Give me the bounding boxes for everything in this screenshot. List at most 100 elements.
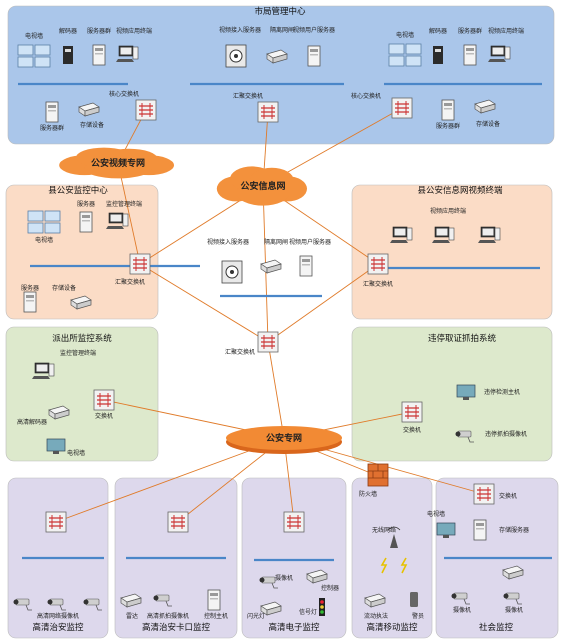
node-label: 解码器: [59, 27, 77, 35]
node-c-core-r: 核心交换机: [351, 92, 413, 119]
node-label: 违停抓拍摄像机: [485, 430, 527, 438]
node-label: 隔离网闸: [264, 238, 288, 246]
node-label: 电视墙: [35, 236, 53, 244]
node-label: 核心交换机: [351, 92, 381, 100]
node-i-term-label: 视频应用终端: [430, 207, 466, 215]
node-s5-sw: 交换机: [473, 483, 517, 505]
node-label: 电视墙: [427, 510, 445, 518]
region-title: 县公安信息网视频终端: [417, 185, 503, 196]
node-s2-ctrl: 控制主机: [204, 589, 228, 620]
node-label: 汇聚交换机: [363, 280, 393, 288]
region-title: 违停取证抓拍系统: [428, 333, 497, 344]
node-c-tv-l: 电视墙: [17, 32, 51, 68]
node-label: 高清解码器: [17, 418, 47, 426]
dec-icon: [63, 46, 73, 64]
video-srv-icon: [221, 260, 243, 284]
sw-icon: [391, 97, 413, 119]
region-police-station: 派出所监控系统: [5, 326, 159, 462]
node-label: 无线网络: [372, 526, 396, 534]
region-county-info: 县公安信息网视频终端: [351, 184, 553, 320]
node-label: 存储设备: [52, 284, 76, 292]
node-m-agg: 汇聚交换机: [225, 331, 279, 356]
cloud-info-net: 公安信息网: [216, 166, 308, 206]
sw-icon: [257, 331, 279, 353]
srv-icon: [473, 519, 487, 541]
node-label: 存储设备: [476, 120, 500, 128]
node-k-tv: 电视墙: [27, 210, 61, 244]
node-k-agg: 汇聚交换机: [115, 253, 151, 286]
node-label: 交换机: [499, 492, 517, 500]
srv-icon: [299, 255, 313, 277]
node-label: 视频用户服务器: [293, 26, 335, 34]
srv-icon: [79, 211, 93, 233]
node-label: 服务器群: [436, 122, 460, 130]
node-label: 雷达: [126, 612, 138, 620]
node-label: 流动执法: [364, 612, 388, 620]
node-p-dec: 高清解码器: [17, 405, 70, 426]
node-label: 服务器群: [458, 27, 482, 35]
node-label: 违停检测主机: [484, 388, 520, 396]
node-label: 电视墙: [396, 31, 414, 39]
region-title: 社会监控: [479, 622, 514, 633]
node-s3-cam: 摄像机: [259, 574, 293, 589]
wireless-tower-icon: [390, 534, 398, 548]
node-label: 视频应用终端: [430, 207, 466, 215]
sw-icon: [473, 483, 495, 505]
node-label: 隔离网闸: [270, 26, 294, 34]
wireless-signal-icon: [400, 557, 408, 574]
node-k-srv2: 服务器: [21, 284, 39, 313]
cloud-police-net: 公安专网: [226, 426, 342, 454]
node-label: 视频应用终端: [116, 27, 152, 35]
sw-icon: [283, 511, 305, 533]
cloud-video-net: 公安视频专网: [59, 147, 174, 179]
node-c-srvg2-r: 服务器群: [436, 99, 460, 130]
video-srv-icon: [225, 44, 247, 68]
node-label: 摄像机: [505, 606, 523, 614]
sw-icon: [401, 401, 423, 423]
node-label: 摄像机: [453, 606, 471, 614]
node-c-tv-r: 电视墙: [388, 31, 422, 67]
node-s5-stor: 存储服务器: [473, 519, 529, 541]
node-label: 电视墙: [25, 32, 43, 40]
node-s2-radar: 雷达: [120, 593, 142, 620]
node-label: 交换机: [403, 426, 421, 434]
node-p-sw: 交换机: [93, 389, 115, 420]
node-label: 汇聚交换机: [115, 278, 145, 286]
node-label: 核心交换机: [109, 90, 139, 98]
node-c-srvg2-l: 服务器群: [40, 101, 64, 132]
node-c-srvg-l: 服务器群: [87, 27, 111, 66]
node-c-stor-l: 存储设备: [78, 102, 104, 129]
node-c-stor-r: 存储设备: [474, 99, 500, 128]
cloud-label: 公安专网: [266, 432, 302, 444]
node-label: 服务器: [21, 284, 39, 292]
node-k-stor: 存储设备: [52, 284, 92, 310]
node-label: 监控管理终端: [60, 349, 96, 357]
node-label: 闪光灯: [247, 612, 265, 620]
region-title: 县公安监控中心: [48, 185, 108, 196]
network-link: [139, 263, 269, 343]
node-s4-car: 流动执法: [364, 593, 388, 620]
node-m-gap: 隔离网闸: [260, 238, 288, 274]
node-label: 汇聚交换机: [225, 348, 255, 356]
node-s4-fw: 防火墙: [359, 463, 389, 498]
node-label: 电视墙: [67, 449, 85, 457]
node-c-vsrv: 视频接入服务器: [219, 26, 261, 68]
node-label: 视频接入服务器: [219, 26, 261, 34]
sw-icon: [45, 511, 67, 533]
node-label: 汇聚交换机: [233, 92, 263, 100]
node-p-tv: 电视墙: [46, 438, 85, 457]
network-link: [267, 341, 285, 439]
srv-icon: [23, 291, 37, 313]
node-label: 存储设备: [80, 121, 104, 129]
node-c-agg: 汇聚交换机: [233, 92, 279, 123]
node-label: 警员: [412, 612, 424, 620]
node-s3-light: 信号灯: [299, 598, 325, 616]
node-label: 控制器: [321, 584, 339, 592]
node-c-usrv: 视频用户服务器: [293, 26, 335, 67]
network-link: [55, 437, 285, 523]
node-label: 服务器群: [40, 124, 64, 132]
node-s5-cam1: 摄像机: [451, 592, 471, 614]
node-c-gap: 隔离网闸: [266, 26, 294, 64]
node-i-agg: 汇聚交换机: [363, 253, 393, 288]
